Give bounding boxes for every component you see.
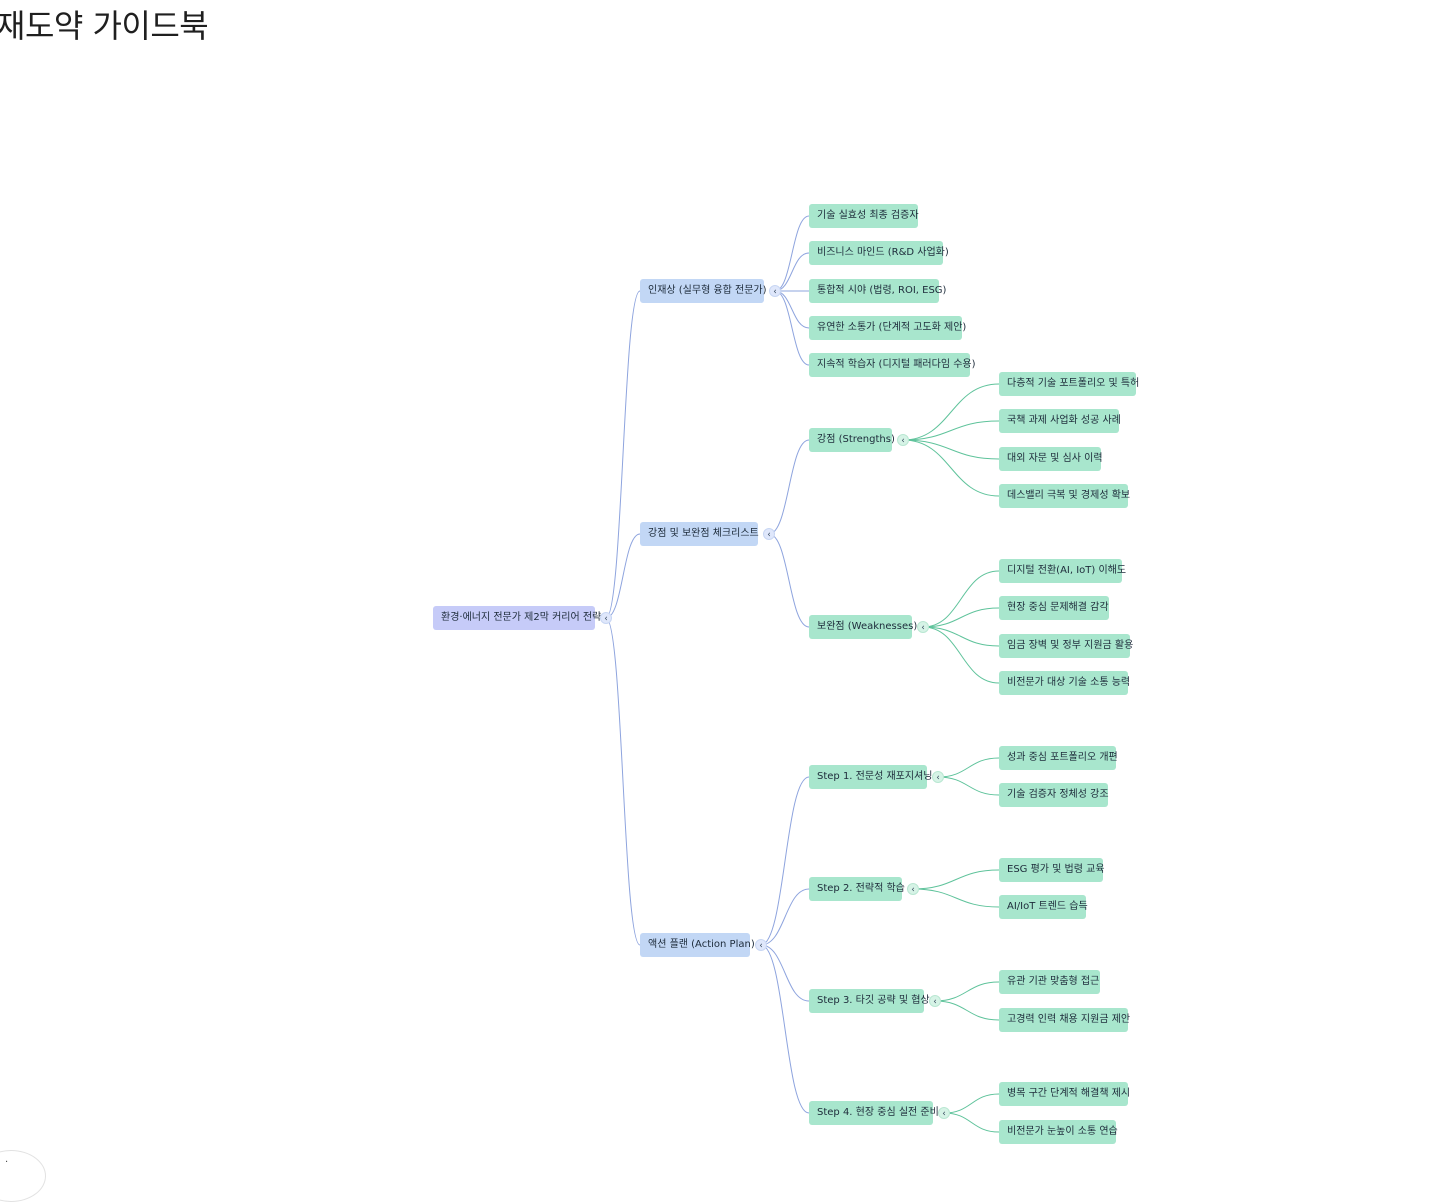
child-node-1-2[interactable]: 비즈니스 마인드 (R&D 사업화): [809, 241, 949, 265]
child-2-2-collapse-icon[interactable]: ‹: [917, 621, 929, 633]
connector-branch-3-to-child-4: [760, 944, 810, 1114]
connector-branch-3-to-child-3: [760, 944, 810, 1002]
branch-3-collapse-icon[interactable]: ‹: [755, 939, 767, 951]
child-node-1-1[interactable]: 기술 실효성 최종 검증자: [809, 204, 919, 228]
connector-child-3-3-to-leaf-2: [934, 1000, 1000, 1021]
child-node-3-2[interactable]: Step 2. 전략적 학습: [809, 877, 905, 901]
connector-child-3-4-to-leaf-1: [943, 1093, 1000, 1114]
connector-child-2-1-to-leaf-3: [902, 439, 1000, 460]
child-node-3-4[interactable]: Step 4. 현장 중심 실전 준비: [809, 1101, 939, 1125]
leaf-node-3-4-2[interactable]: 비전문가 눈높이 소통 연습: [999, 1120, 1118, 1144]
leaf-node-2-2-1[interactable]: 디지털 전환(AI, IoT) 이해도: [999, 559, 1126, 583]
connector-child-2-2-to-leaf-4: [922, 626, 1000, 684]
leaf-node-2-2-4[interactable]: 비전문가 대상 기술 소통 능력: [999, 671, 1130, 695]
connector-branch-1-to-child-4: [774, 290, 810, 329]
child-node-3-3[interactable]: Step 3. 타깃 공략 및 협상: [809, 989, 930, 1013]
mind-map: 환경·에너지 전문가 제2막 커리어 전략‹인재상 (실무형 융합 전문가)‹기…: [433, 204, 1139, 1144]
branch-node-2[interactable]: 강점 및 보완점 체크리스트: [640, 522, 759, 546]
leaf-node-3-1-2[interactable]: 기술 검증자 정체성 강조: [999, 783, 1109, 807]
connector-child-3-1-to-leaf-1: [937, 757, 1000, 778]
connector-child-2-2-to-leaf-1: [922, 570, 1000, 628]
leaf-node-3-3-1[interactable]: 유관 기관 맞춤형 접근: [999, 970, 1100, 994]
branch-node-3[interactable]: 액션 플랜 (Action Plan): [640, 933, 755, 957]
mind-map-root-node[interactable]: 환경·에너지 전문가 제2막 커리어 전략: [433, 606, 601, 630]
connector-child-3-3-to-leaf-1: [934, 981, 1000, 1002]
leaf-node-3-3-2[interactable]: 고경력 인력 채용 지원금 제안: [999, 1008, 1130, 1032]
leaf-node-3-4-1[interactable]: 병목 구간 단계적 해결책 제시: [999, 1082, 1130, 1106]
connector-branch-3-to-child-2: [760, 888, 810, 946]
connector-child-2-2-to-leaf-3: [922, 626, 1000, 647]
connector-child-3-2-to-leaf-2: [912, 888, 1000, 908]
connector-child-2-1-to-leaf-1: [902, 383, 1000, 441]
child-node-1-3[interactable]: 통합적 시야 (법령, ROI, ESG): [809, 279, 946, 303]
leaf-node-3-2-2[interactable]: AI/IoT 트렌드 습득: [999, 895, 1088, 919]
branch-node-1[interactable]: 인재상 (실무형 융합 전문가): [640, 279, 767, 303]
connector-branch-3-to-child-1: [760, 776, 810, 946]
branch-1-collapse-icon[interactable]: ‹: [769, 285, 781, 297]
child-node-2-1[interactable]: 강점 (Strengths): [809, 428, 895, 452]
leaf-node-2-1-4[interactable]: 데스밸리 극복 및 경제성 확보: [999, 484, 1130, 508]
child-3-1-collapse-icon[interactable]: ‹: [932, 771, 944, 783]
connector-branch-2-to-child-2: [768, 533, 810, 628]
connector-branch-2-to-child-1: [768, 439, 810, 535]
connector-branch-1-to-child-2: [774, 252, 810, 292]
connector-root-to-branch-1: [605, 290, 641, 619]
branch-2-collapse-icon[interactable]: ‹: [763, 528, 775, 540]
child-3-2-collapse-icon[interactable]: ‹: [907, 883, 919, 895]
connector-child-3-4-to-leaf-2: [943, 1112, 1000, 1133]
leaf-node-2-2-3[interactable]: 임금 장벽 및 정부 지원금 활용: [999, 634, 1133, 658]
connector-child-3-1-to-leaf-2: [937, 776, 1000, 796]
connector-child-2-1-to-leaf-4: [902, 439, 1000, 497]
leaf-node-3-2-1[interactable]: ESG 평가 및 법령 교육: [999, 858, 1105, 882]
child-node-1-5[interactable]: 지속적 학습자 (디지털 패러다임 수용): [809, 353, 976, 377]
connector-child-2-1-to-leaf-2: [902, 420, 1000, 441]
connector-root-to-branch-3: [605, 617, 641, 946]
leaf-node-2-1-2[interactable]: 국책 과제 사업화 성공 사례: [999, 409, 1121, 433]
page-title: 재도약 가이드북: [0, 7, 209, 45]
connector-branch-1-to-child-1: [774, 215, 810, 292]
connector-child-2-2-to-leaf-2: [922, 607, 1000, 628]
leaf-node-2-2-2[interactable]: 현장 중심 문제해결 감각: [999, 596, 1109, 620]
child-node-1-4[interactable]: 유연한 소통가 (단계적 고도화 제안): [809, 316, 966, 340]
connector-child-3-2-to-leaf-1: [912, 869, 1000, 890]
child-node-2-2[interactable]: 보완점 (Weaknesses): [809, 615, 917, 639]
child-2-1-collapse-icon[interactable]: ‹: [897, 434, 909, 446]
mind-map-connectors: [605, 215, 1000, 1133]
child-node-3-1[interactable]: Step 1. 전문성 재포지셔닝: [809, 765, 932, 789]
leaf-node-2-1-3[interactable]: 대외 자문 및 심사 이력: [999, 447, 1103, 471]
child-3-3-collapse-icon[interactable]: ‹: [929, 995, 941, 1007]
root-collapse-icon[interactable]: ‹: [600, 612, 612, 624]
leaf-node-3-1-1[interactable]: 성과 중심 포트폴리오 개편: [999, 746, 1118, 770]
child-3-4-collapse-icon[interactable]: ‹: [938, 1107, 950, 1119]
connector-branch-1-to-child-5: [774, 290, 810, 366]
leaf-node-2-1-1[interactable]: 다층적 기술 포트폴리오 및 특허: [999, 372, 1139, 396]
